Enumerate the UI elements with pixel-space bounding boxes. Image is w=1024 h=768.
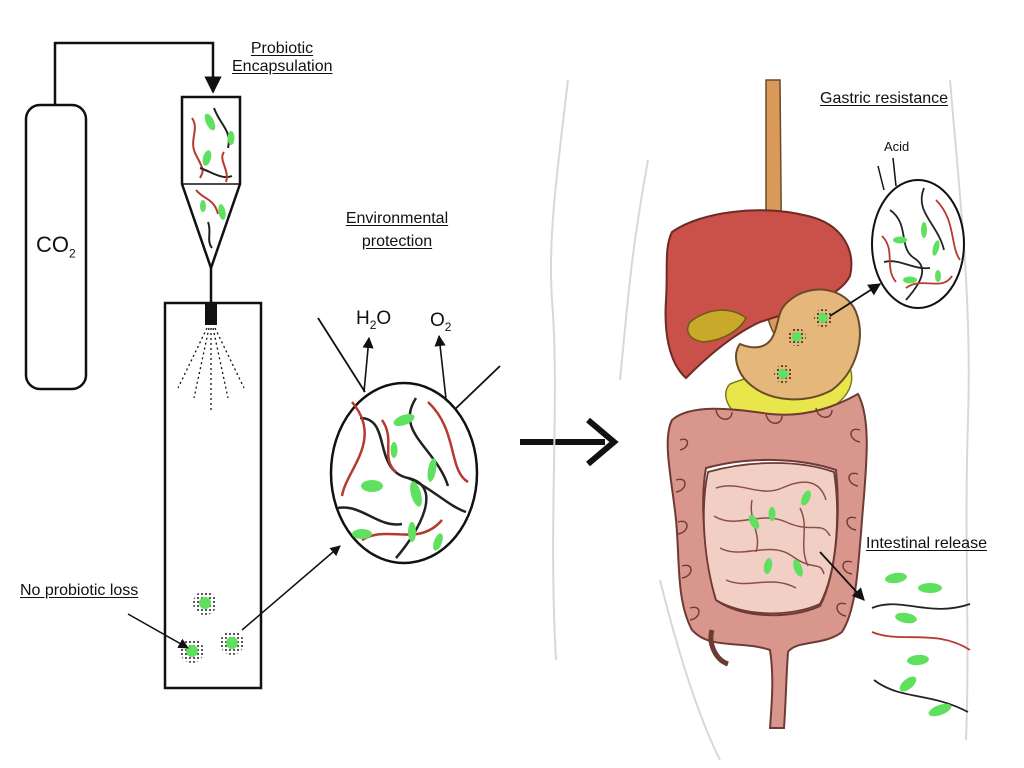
large-intestine-haustra [675,407,861,621]
label-no-probiotic-loss: No probiotic loss [20,582,139,599]
body-outline [549,79,970,761]
environmental-protection-detail [317,317,501,565]
stomach-capsules [774,309,832,383]
h2o-post: O [376,308,392,329]
spray-chamber [163,268,263,690]
label-h2o: H2O [356,308,391,332]
transition-arrow [520,417,619,467]
co2-subscript: 2 [69,246,76,261]
o2-subscript: 2 [444,319,452,334]
h2o-pre: H [356,308,370,329]
spray-nozzle [205,303,217,325]
gastric-capsule-zoom [871,179,965,309]
microcapsule-probiotics [352,413,443,551]
label-acid: Acid [884,139,910,154]
appendix [708,629,730,667]
label-intestinal-release: Intestinal release [866,535,987,552]
o2-arrow [434,334,448,409]
encapsulated-particles [180,591,244,663]
label-gastric-resistance: Gastric resistance [820,90,949,107]
co2-base: CO [36,232,69,257]
spray-mist [177,327,245,410]
hopper-polymer-strands [191,107,233,249]
label-encapsulation-line1: Probiotic [250,40,314,57]
label-o2: O2 [430,310,451,334]
gallbladder [686,309,747,343]
label-probiotic-encapsulation: Probiotic Encapsulation [232,40,333,77]
no-loss-arrow [127,613,189,649]
zoom-to-particle-arrow [241,545,341,631]
gastric-resistance-detail [829,157,965,317]
label-environmental-protection: Environmental protection [340,207,454,253]
h2o-arrow [362,336,374,393]
label-environmental-line1: Environmental [345,210,449,227]
o2-base: O [430,310,445,331]
intestine-probiotics [748,490,811,577]
small-intestine-loops [713,481,831,589]
intestinal-release-detail [819,551,971,717]
gas-feed-line [53,41,222,105]
label-co2: CO2 [36,232,76,260]
label-encapsulation-line2: Encapsulation [232,58,333,76]
microcapsule-zoom [329,381,479,565]
label-environmental-line2: protection [361,233,433,251]
hopper-probiotic-cells [200,113,235,220]
h2o-subscript: 2 [369,317,377,332]
encapsulation-hopper [180,95,242,272]
